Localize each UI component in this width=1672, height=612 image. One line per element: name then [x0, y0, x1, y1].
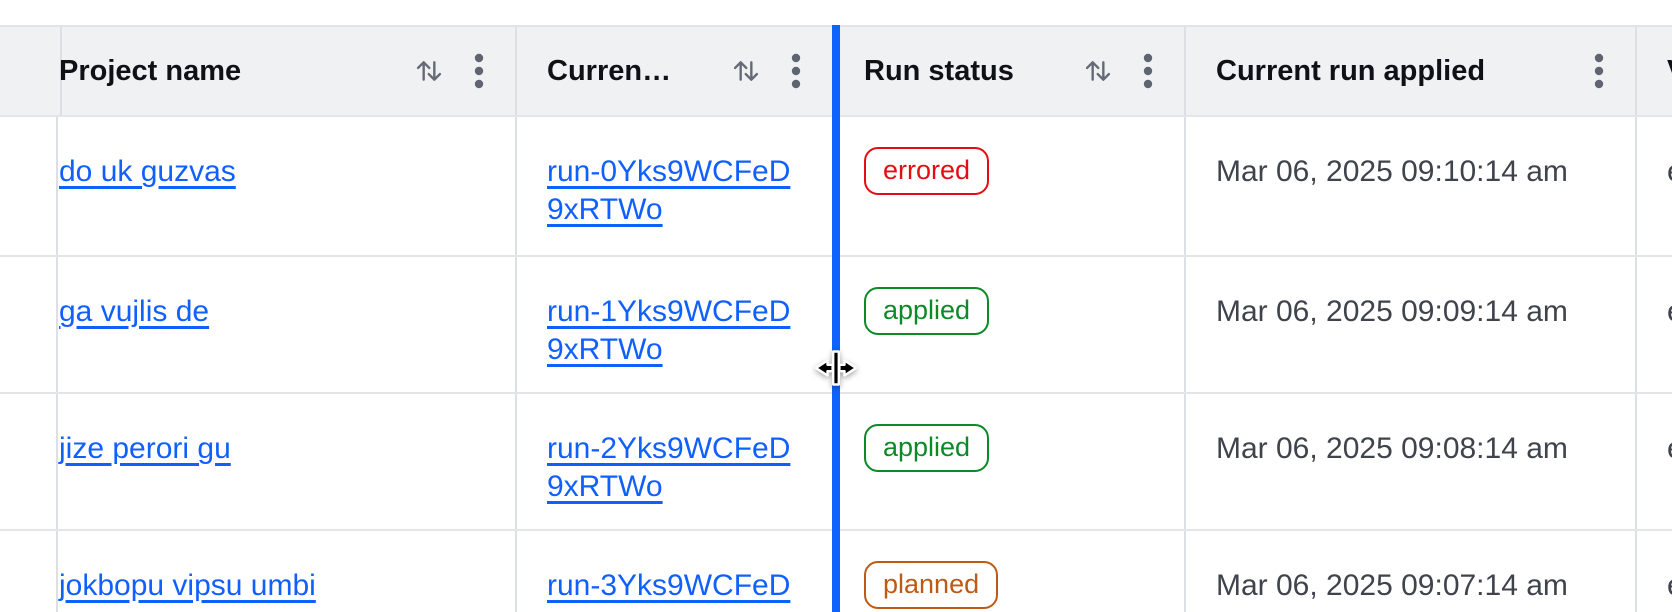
- header-current-run: Curren…: [517, 27, 834, 115]
- project-name-cell: ga vujlis de: [29, 257, 517, 392]
- select-cell: [0, 117, 58, 255]
- kebab-menu-icon[interactable]: [1142, 51, 1154, 91]
- clipped-cell: e: [1637, 257, 1672, 392]
- sort-icon[interactable]: [413, 55, 445, 87]
- timestamp: Mar 06, 2025 09:07:14 am: [1216, 569, 1568, 602]
- clipped-cell: e: [1637, 117, 1672, 255]
- run-status-cell: errored: [834, 117, 1186, 255]
- header-clipped-column: V: [1637, 27, 1672, 115]
- run-status-cell: applied: [834, 394, 1186, 529]
- kebab-menu-icon[interactable]: [1593, 51, 1605, 91]
- current-run-applied-cell: Mar 06, 2025 09:07:14 am: [1186, 531, 1637, 612]
- project-name-cell: jokbopu vipsu umbi: [29, 531, 517, 612]
- run-status-cell: applied: [834, 257, 1186, 392]
- header-project-name-label: Project name: [59, 54, 242, 87]
- run-status-cell: planned: [834, 531, 1186, 612]
- clipped-cell: e: [1637, 394, 1672, 529]
- header-current-run-label: Curren…: [547, 54, 672, 87]
- timestamp: Mar 06, 2025 09:10:14 am: [1216, 155, 1568, 188]
- current-run-applied-cell: Mar 06, 2025 09:09:14 am: [1186, 257, 1637, 392]
- sort-icon[interactable]: [730, 55, 762, 87]
- status-badge: errored: [864, 147, 990, 195]
- timestamp: Mar 06, 2025 09:09:14 am: [1216, 295, 1568, 328]
- sort-icon[interactable]: [1082, 55, 1114, 87]
- project-link[interactable]: ga vujlis de: [59, 295, 210, 328]
- current-run-applied-cell: Mar 06, 2025 09:10:14 am: [1186, 117, 1637, 255]
- project-name-cell: do uk guzvas: [29, 117, 517, 255]
- header-select-column: [0, 27, 62, 115]
- status-badge: applied: [864, 424, 990, 472]
- status-badge: applied: [864, 287, 990, 335]
- header-current-run-applied: Current run applied: [1186, 27, 1637, 115]
- header-run-status: Run status: [834, 27, 1186, 115]
- column-resize-guide[interactable]: [832, 25, 840, 612]
- header-project-name: Project name: [29, 27, 517, 115]
- clipped-cell: e: [1637, 531, 1672, 612]
- project-name-cell: jize perori gu: [29, 394, 517, 529]
- select-cell: [0, 531, 58, 612]
- table-row: jokbopu vipsu umbi run-3Yks9WCFeD9xRTWo …: [0, 531, 1672, 612]
- select-cell: [0, 257, 58, 392]
- current-run-cell: run-3Yks9WCFeD9xRTWo: [517, 531, 834, 612]
- kebab-menu-icon[interactable]: [473, 51, 485, 91]
- header-clipped-column-label: V: [1667, 55, 1672, 88]
- project-link[interactable]: do uk guzvas: [59, 155, 236, 188]
- header-current-run-applied-label: Current run applied: [1216, 54, 1486, 87]
- run-link[interactable]: run-3Yks9WCFeD9xRTWo: [547, 569, 791, 612]
- select-cell: [0, 394, 58, 529]
- current-run-applied-cell: Mar 06, 2025 09:08:14 am: [1186, 394, 1637, 529]
- status-badge: planned: [864, 561, 999, 609]
- project-link[interactable]: jokbopu vipsu umbi: [59, 569, 316, 602]
- header-run-status-label: Run status: [864, 54, 1014, 87]
- project-link[interactable]: jize perori gu: [59, 432, 231, 465]
- kebab-menu-icon[interactable]: [790, 51, 802, 91]
- timestamp: Mar 06, 2025 09:08:14 am: [1216, 432, 1568, 465]
